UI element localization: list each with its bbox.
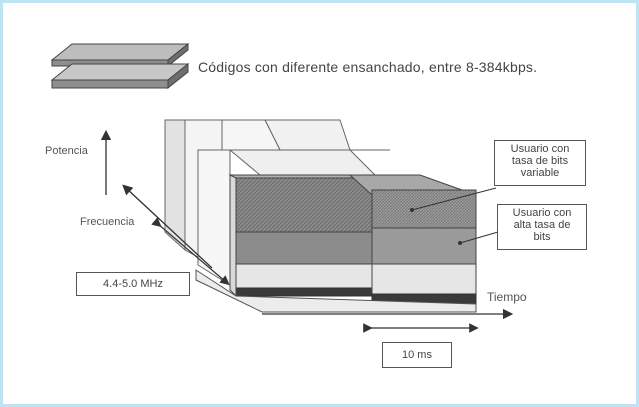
- callout-variable-rate: Usuario con tasa de bits variable: [494, 140, 586, 186]
- callout-line: tasa de bits: [511, 155, 569, 167]
- slot-duration-box: 10 ms: [382, 342, 452, 368]
- callout-line: alta tasa de: [513, 219, 571, 231]
- time-slot-1: [228, 174, 374, 298]
- callout-line: variable: [520, 167, 560, 179]
- legend-heading: Códigos con diferente ensanchado, entre …: [198, 59, 538, 75]
- legend-plates-icon: [50, 42, 190, 90]
- callout-leader-1: [411, 187, 497, 211]
- bandwidth-label: 4.4-5.0 MHz: [103, 278, 163, 290]
- bandwidth-box: 4.4-5.0 MHz: [76, 272, 190, 296]
- callout-leader-2: [459, 231, 499, 244]
- callout-high-rate: Usuario con alta tasa de bits: [497, 204, 587, 250]
- time-slot-2: [348, 174, 477, 305]
- slot-duration-label: 10 ms: [402, 349, 432, 361]
- bandwidth-arrow: [151, 217, 230, 286]
- callout-line: bits: [533, 231, 551, 243]
- potencia-label: Potencia: [45, 145, 88, 157]
- callout-line: Usuario con: [510, 143, 570, 155]
- callout-line: Usuario con: [512, 207, 572, 219]
- frecuencia-label: Frecuencia: [80, 216, 135, 228]
- tiempo-label: Tiempo: [487, 290, 527, 304]
